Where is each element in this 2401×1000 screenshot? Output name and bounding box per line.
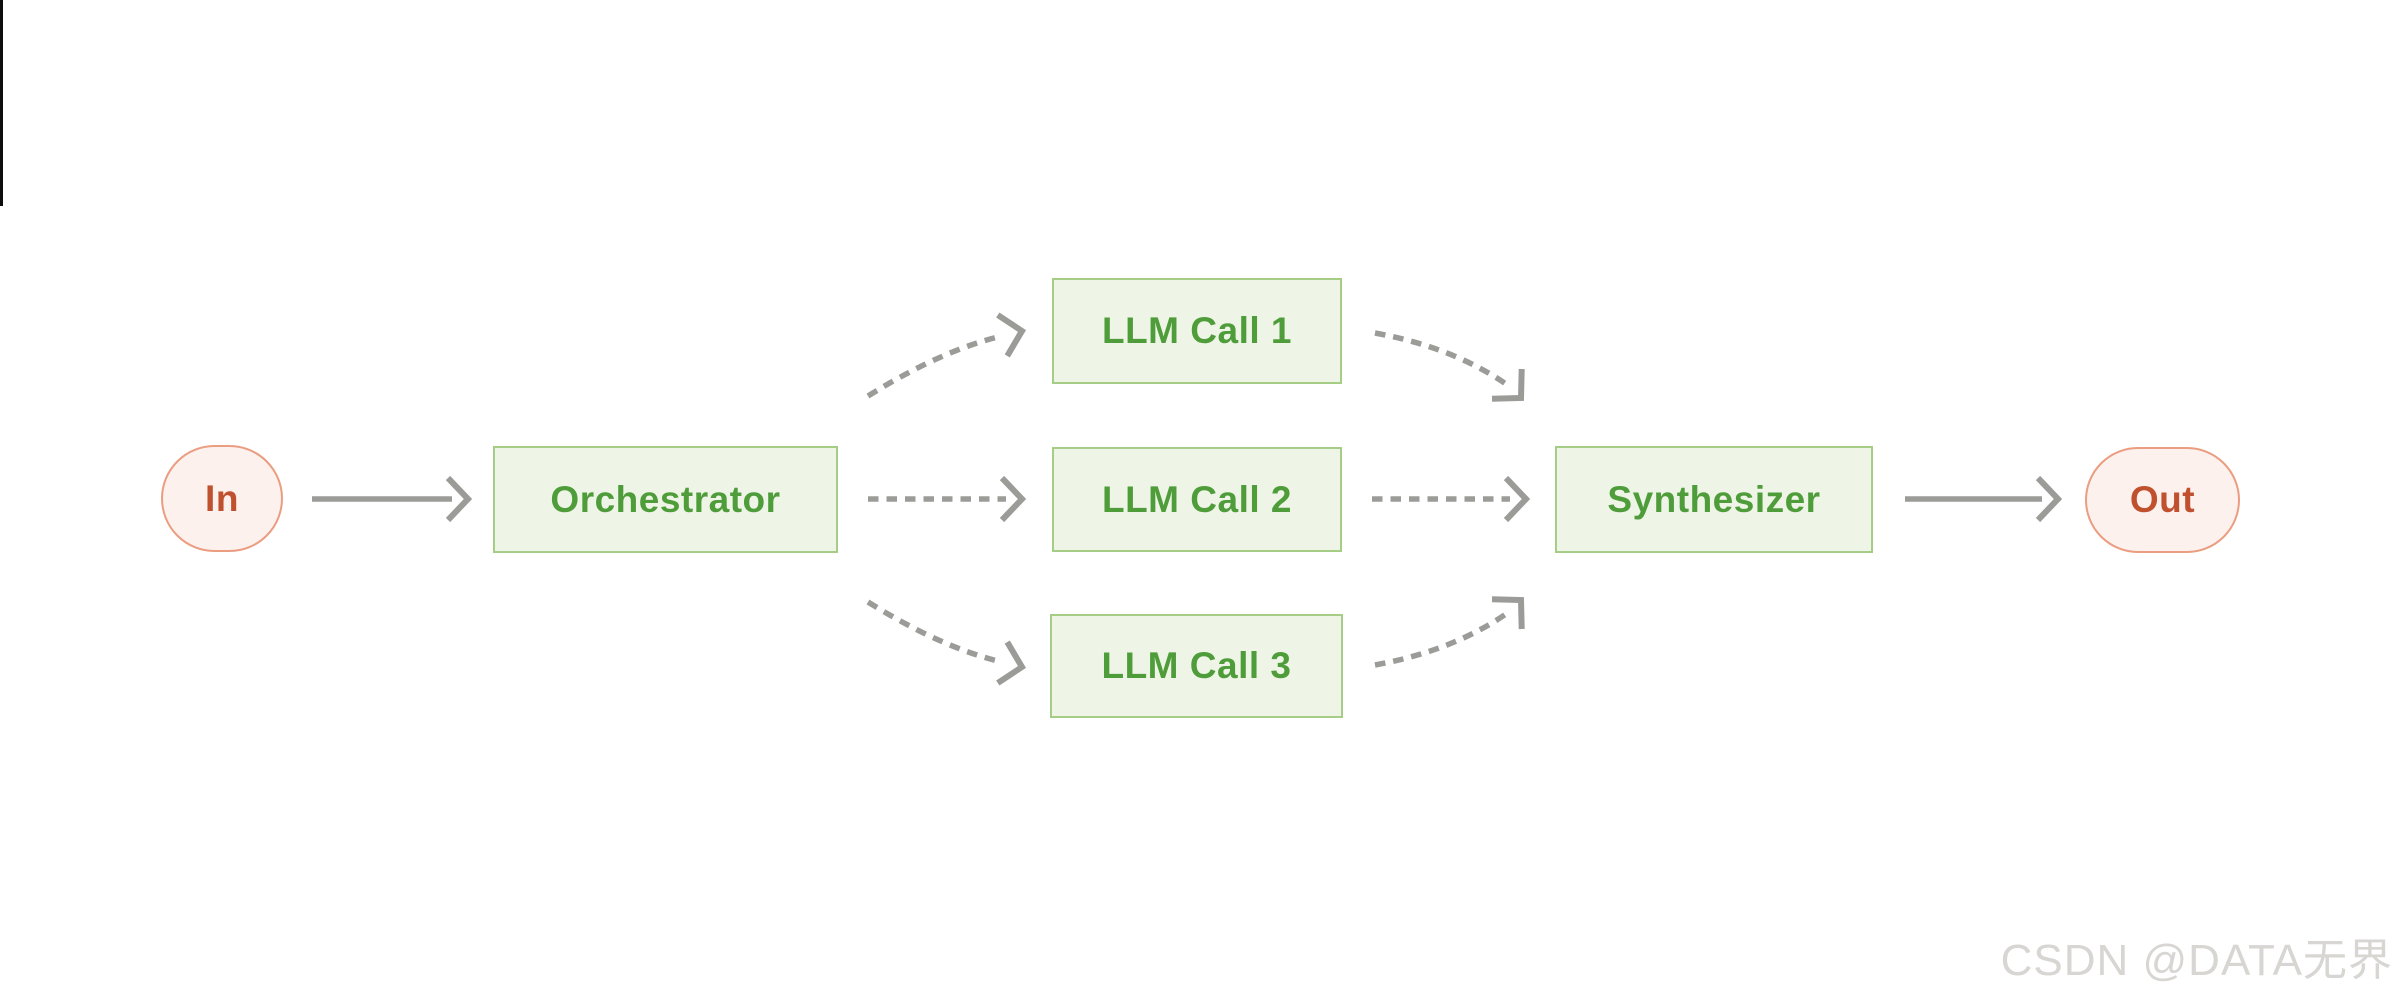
arrowhead-icon — [2035, 475, 2063, 523]
node-in-label: In — [205, 477, 239, 519]
node-llm-call-2: LLM Call 2 — [1052, 447, 1342, 552]
edge-in-to-orchestrator — [312, 475, 473, 523]
arrowhead-icon — [1491, 596, 1525, 630]
edge-synthesizer-to-out — [1905, 475, 2063, 523]
edge-orchestrator-to-llm-call-3 — [866, 599, 1027, 686]
edge-llm-call-1-to-synthesizer — [1374, 330, 1525, 402]
node-llm-call-3-label: LLM Call 3 — [1101, 645, 1292, 686]
node-llm-call-2-label: LLM Call 2 — [1101, 478, 1293, 520]
edge-llm-call-3-to-synthesizer — [1374, 596, 1525, 668]
screen-edge-artifact — [0, 0, 3, 206]
node-out-label: Out — [2129, 479, 2196, 520]
edge-orchestrator-to-llm-call-2 — [868, 475, 1027, 523]
watermark: CSDN @DATA无界 — [2000, 936, 2393, 985]
node-orchestrator: Orchestrator — [493, 446, 838, 553]
node-in: In — [161, 445, 283, 552]
node-out: Out — [2085, 447, 2240, 553]
arrowhead-icon — [1491, 368, 1525, 402]
node-synthesizer: Synthesizer — [1555, 446, 1873, 553]
arrowhead-icon — [999, 475, 1027, 523]
edge-orchestrator-to-llm-call-1 — [866, 312, 1027, 399]
arrowhead-icon — [996, 312, 1027, 358]
node-synthesizer-label: Synthesizer — [1607, 478, 1821, 520]
node-llm-call-1-label: LLM Call 1 — [1101, 310, 1293, 351]
node-llm-call-1: LLM Call 1 — [1052, 278, 1342, 384]
arrowhead-icon — [445, 475, 473, 523]
arrowhead-icon — [1503, 475, 1531, 523]
arrowhead-icon — [996, 640, 1027, 686]
node-llm-call-3: LLM Call 3 — [1050, 614, 1343, 718]
node-orchestrator-label: Orchestrator — [550, 478, 781, 520]
edge-llm-call-2-to-synthesizer — [1372, 475, 1531, 523]
